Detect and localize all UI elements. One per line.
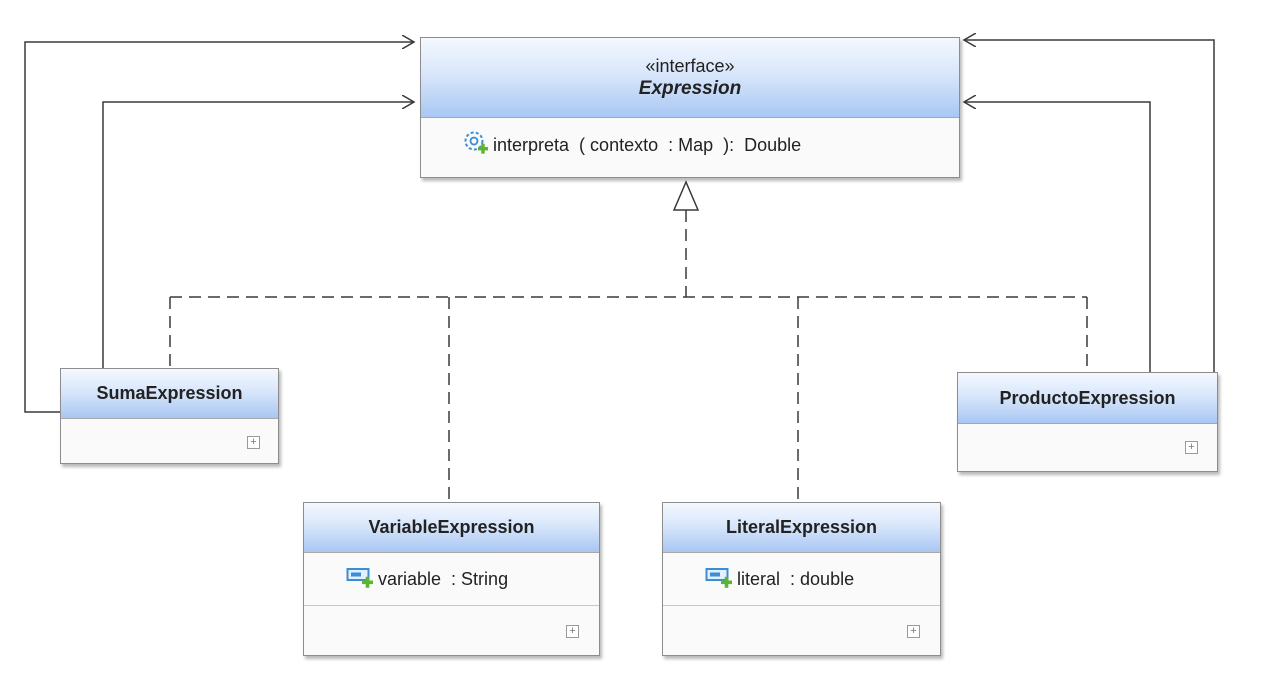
expand-compartment-icon[interactable]: + [907,625,920,638]
operations-compartment [304,605,599,656]
public-field-icon [675,544,733,615]
realization-arrowhead [672,180,700,211]
attribute-text: variable : String [378,568,509,589]
literal-name: LiteralExpression [725,517,878,537]
producto-name: ProductoExpression [999,387,1176,408]
suma-header: SumaExpression [61,369,278,419]
operation-row: interpreta ( contexto : Map ): Double [421,118,959,172]
public-method-icon [433,108,489,183]
class-variable-expression[interactable]: VariableExpression variable : String + [303,502,600,656]
suma-inner-association [102,102,414,370]
literal-header: LiteralExpression [663,503,940,553]
attribute-row: variable : String [304,553,599,605]
expand-compartment-icon[interactable]: + [247,436,260,449]
operations-compartment [663,605,940,656]
class-suma-expression[interactable]: SumaExpression + [60,368,279,464]
public-field-icon [316,544,374,615]
expand-compartment-icon[interactable]: + [1185,441,1198,454]
suma-name: SumaExpression [96,383,243,403]
operation-signature: interpreta ( contexto : Map ): Double [493,134,802,155]
variable-header: VariableExpression [304,503,599,553]
class-producto-expression[interactable]: ProductoExpression + [957,372,1218,472]
producto-outer-association [964,40,1215,372]
interface-expression[interactable]: «interface» Expression interpreta ( cont… [420,37,960,178]
class-literal-expression[interactable]: LiteralExpression literal : double + [662,502,941,656]
producto-header: ProductoExpression [958,373,1217,424]
suma-outer-association [24,42,414,413]
attribute-text: literal : double [737,568,855,589]
expand-compartment-icon[interactable]: + [566,625,579,638]
variable-name: VariableExpression [368,517,535,537]
producto-inner-association [964,102,1151,372]
interface-stereotype: «interface» [645,55,735,76]
interface-name: Expression [638,77,742,99]
attribute-row: literal : double [663,553,940,605]
realization-lines [169,210,1088,502]
interface-header: «interface» Expression [421,38,959,118]
